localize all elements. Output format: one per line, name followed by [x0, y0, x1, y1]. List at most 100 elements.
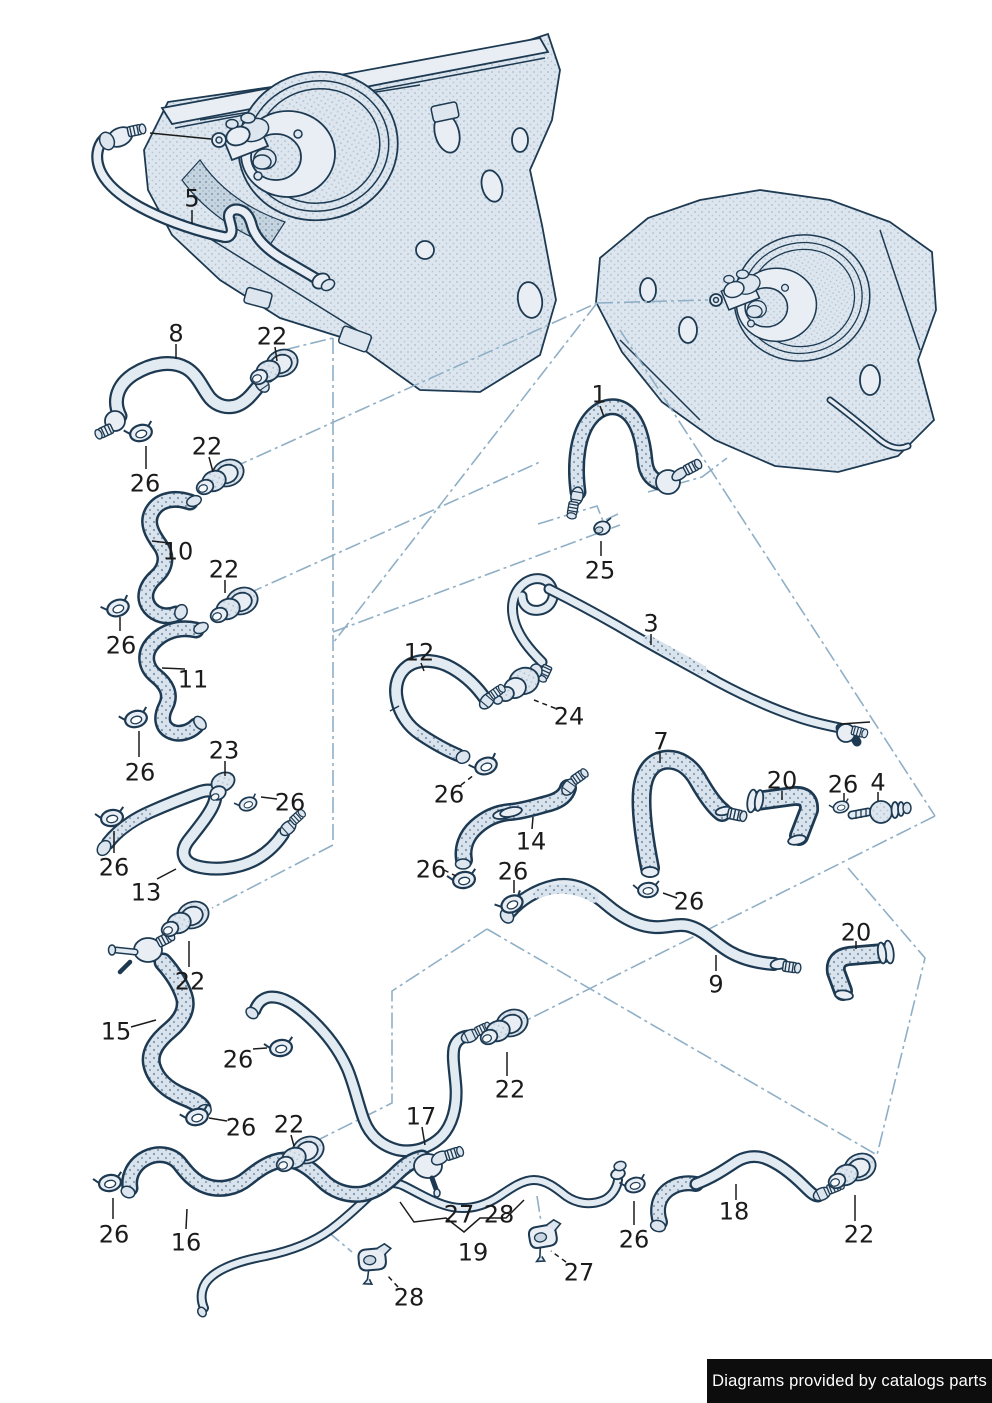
part-label-8: 8 — [168, 320, 183, 348]
part-17-hose — [245, 990, 494, 1158]
part-27-clip — [526, 1217, 568, 1264]
leader-line — [531, 816, 534, 830]
part-26-clamp — [232, 792, 261, 816]
part-label-26: 26 — [619, 1226, 650, 1254]
reference-line — [246, 461, 541, 595]
part-24-connector — [492, 663, 543, 705]
reference-line — [619, 329, 936, 817]
part-9-hose — [499, 878, 803, 975]
part-22-grommet — [825, 1148, 881, 1192]
part-label-26: 26 — [226, 1114, 257, 1142]
part-label-19: 19 — [458, 1239, 489, 1267]
leader-line — [260, 796, 278, 800]
part-23-grommet — [209, 771, 236, 801]
leader-line — [290, 1134, 295, 1147]
part-label-26: 26 — [106, 632, 137, 660]
part-label-26: 26 — [828, 771, 859, 799]
leader-line — [208, 456, 214, 473]
part-label-13: 13 — [131, 879, 162, 907]
reference-line — [283, 337, 334, 351]
part-label-20: 20 — [767, 767, 798, 795]
part-3-pipe — [507, 573, 870, 747]
part-label-26: 26 — [416, 856, 447, 884]
part-26-clamp — [262, 1035, 297, 1060]
part-10-hose — [137, 490, 203, 625]
part-label-5: 5 — [184, 185, 199, 213]
part-label-23: 23 — [209, 737, 240, 765]
leader-line — [156, 868, 177, 880]
leader-line — [252, 1047, 268, 1050]
part-label-26: 26 — [99, 1221, 130, 1249]
reference-line — [647, 457, 728, 493]
leader-line — [185, 1208, 188, 1230]
provider-badge: Diagrams provided by catalogs parts — [707, 1359, 992, 1403]
part-4-connector — [847, 800, 912, 824]
front-panel-assembly-right — [595, 189, 937, 473]
part-22-grommet — [207, 582, 263, 626]
part-11-hose — [138, 620, 209, 742]
reference-lines — [211, 299, 936, 1253]
part-label-28: 28 — [394, 1284, 425, 1312]
front-panel-assembly-left — [143, 32, 561, 393]
part-14-hose — [454, 766, 591, 870]
part-7-hose — [631, 749, 749, 878]
part-label-4: 4 — [870, 769, 885, 797]
part-5-vacuum-pipe — [91, 122, 336, 292]
part-26-clamp — [122, 419, 157, 446]
reference-line — [526, 815, 936, 1021]
part-label-26: 26 — [275, 789, 306, 817]
reference-line — [536, 1195, 542, 1223]
part-26-clamp — [827, 797, 853, 817]
part-label-22: 22 — [175, 968, 206, 996]
reference-line — [211, 844, 334, 909]
part-label-27: 27 — [564, 1259, 595, 1287]
leader-line — [151, 540, 170, 544]
leader-line-dashed — [533, 699, 558, 710]
leader-line — [161, 667, 186, 670]
part-label-22: 22 — [844, 1221, 875, 1249]
part-label-26: 26 — [674, 888, 705, 916]
provider-badge-text: Diagrams provided by catalogs parts — [712, 1371, 987, 1390]
part-22-grommet — [193, 454, 249, 498]
part-label-1: 1 — [591, 381, 606, 409]
leader-line-dashed — [460, 774, 475, 786]
part-label-26: 26 — [434, 781, 465, 809]
part-label-12: 12 — [404, 639, 435, 667]
leader-line — [420, 662, 425, 672]
part-label-24: 24 — [554, 703, 585, 731]
part-label-7: 7 — [653, 728, 668, 756]
part-label-14: 14 — [516, 828, 547, 856]
part-label-26: 26 — [223, 1046, 254, 1074]
part-26-clamp — [466, 751, 503, 781]
leader-line — [149, 132, 212, 140]
reference-line — [332, 302, 598, 644]
leader-line — [662, 892, 678, 899]
part-1-hose — [565, 398, 704, 521]
part-label-22: 22 — [274, 1111, 305, 1139]
part-label-28: 28 — [484, 1201, 515, 1229]
part-label-27: 27 — [444, 1201, 475, 1229]
part-18-hose — [649, 1150, 847, 1233]
part-label-26: 26 — [99, 854, 130, 882]
part-20-elbow-b — [825, 939, 895, 1001]
part-label-15: 15 — [101, 1018, 132, 1046]
leader-line-dashed — [443, 869, 457, 877]
part-label-10: 10 — [163, 538, 194, 566]
part-26-clamp — [445, 867, 480, 892]
reference-line — [486, 928, 878, 1156]
part-22-grommet — [158, 896, 214, 940]
part-12-hose — [389, 654, 508, 765]
part-16-hose — [120, 1145, 466, 1203]
part-label-26: 26 — [125, 759, 156, 787]
reference-line — [231, 302, 598, 469]
reference-line — [317, 928, 488, 1141]
part-label-16: 16 — [171, 1229, 202, 1257]
part-label-22: 22 — [192, 433, 223, 461]
part-label-25: 25 — [585, 557, 616, 585]
leader-line — [421, 1126, 426, 1146]
leader-line-dashed — [550, 1250, 567, 1263]
leader-line — [130, 1019, 157, 1028]
part-26-clamp — [98, 593, 135, 623]
